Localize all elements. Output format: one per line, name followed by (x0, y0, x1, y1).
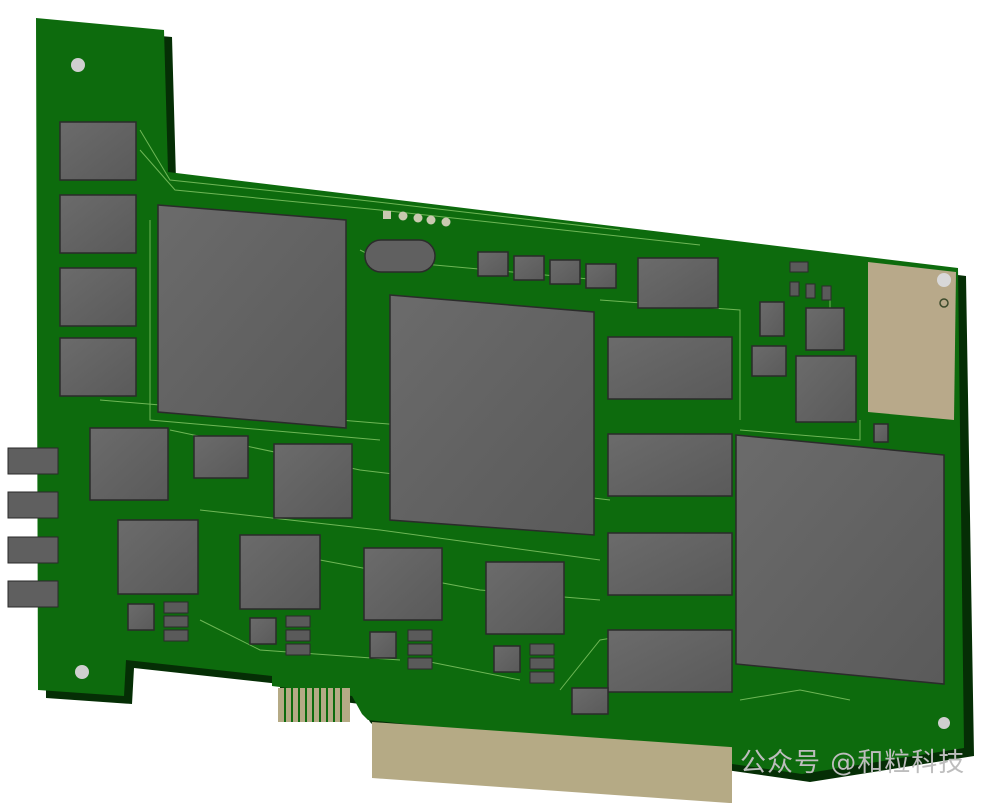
copper-pad (868, 262, 956, 420)
watermark: 公众号 @和粒科技 (740, 748, 966, 778)
led-connectors (7, 447, 59, 608)
chips (59, 121, 945, 715)
gold-fingers (278, 688, 732, 803)
mount-hole (71, 58, 85, 72)
mount-hole (75, 665, 89, 679)
mount-hole (938, 717, 950, 729)
crystal-oscillator (364, 239, 436, 273)
